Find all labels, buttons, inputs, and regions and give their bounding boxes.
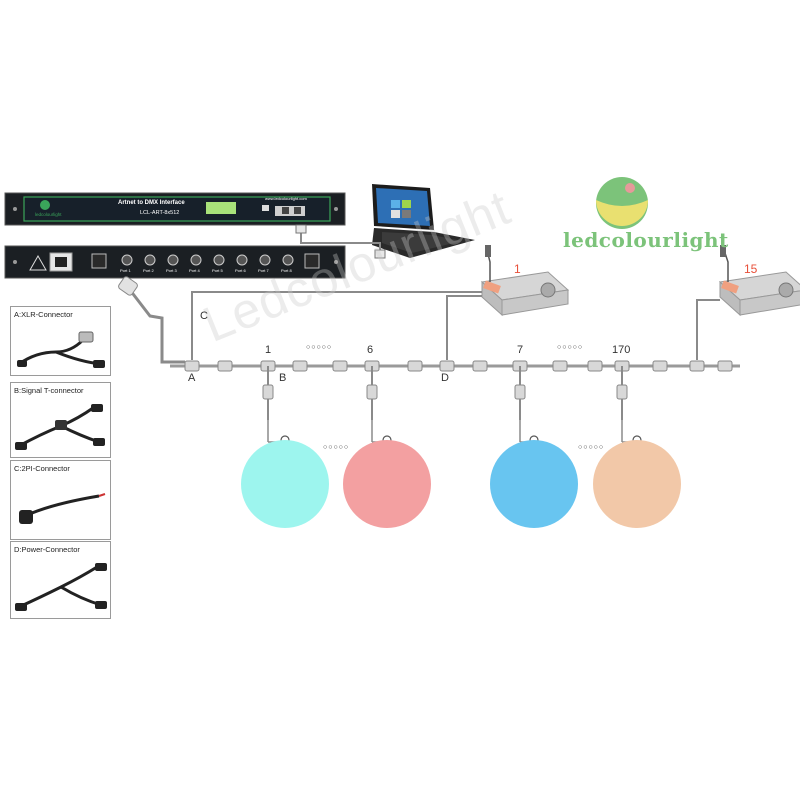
bus-connector <box>332 360 348 372</box>
led-balls <box>241 435 681 528</box>
connector-label-d: D <box>441 372 449 384</box>
bus-connector <box>292 360 308 372</box>
power-supply-label-15: 15 <box>744 262 758 276</box>
drop-connector <box>366 384 378 400</box>
xlr-port-8 <box>282 254 294 266</box>
legend-title-d: D:Power-Connector <box>14 545 80 554</box>
xlr-port-7 <box>259 254 271 266</box>
ethernet-cable <box>295 224 386 259</box>
power-connector-icon <box>15 563 107 611</box>
power-supply-label-1: 1 <box>514 262 521 276</box>
port-label-3: Port 3 <box>166 268 177 273</box>
power-supply-15 <box>718 245 800 317</box>
bus-connector <box>472 360 488 372</box>
xlr-port-3 <box>167 254 179 266</box>
bus-connector <box>717 360 733 372</box>
bus-connector <box>689 360 705 372</box>
port-label-2: Port 2 <box>143 268 154 273</box>
port-label-7: Port 7 <box>258 268 269 273</box>
ellipsis-balls-1: ○○○○○ <box>323 444 350 451</box>
2pi-connector-icon <box>19 493 106 524</box>
port-label-8: Port 8 <box>281 268 292 273</box>
bus-connector <box>587 360 603 372</box>
controller-title: Artnet to DMX Interface <box>118 200 185 206</box>
controller-back-unit <box>4 245 346 279</box>
led-ball-1 <box>241 440 329 528</box>
xlr-port-6 <box>236 254 248 266</box>
xlr-port-5 <box>213 254 225 266</box>
xlr-connector-icon <box>17 331 105 368</box>
port-label-1: Port 1 <box>120 268 131 273</box>
led-ball-2 <box>343 440 431 528</box>
signal-t-connector-icon <box>15 404 105 450</box>
legend-panel-b: B:Signal T-connector <box>10 382 111 458</box>
laptop-icon <box>372 184 475 258</box>
controller-brand-small: ledcolourlight <box>35 212 62 217</box>
power-cables <box>191 291 720 360</box>
led-ball-3 <box>490 440 578 528</box>
port-label-6: Port 6 <box>235 268 246 273</box>
xlr-port-1 <box>121 254 133 266</box>
bus-connector <box>439 360 455 372</box>
legend-panel-c: C:2PI-Connector <box>10 460 111 540</box>
xlr-port-2 <box>144 254 156 266</box>
legend-title-c: C:2PI-Connector <box>14 464 70 473</box>
node-label-170: 170 <box>612 344 631 356</box>
controller-front-unit <box>4 192 346 226</box>
drop-connector <box>514 384 526 400</box>
connector-label-a: A <box>188 372 196 384</box>
ellipsis-bus-2: ○○○○○ <box>557 344 584 351</box>
drop-connector <box>616 384 628 400</box>
brand-logo-icon <box>596 177 648 229</box>
connector-label-c: C <box>200 310 208 322</box>
port-label-4: Port 4 <box>189 268 200 273</box>
drop-connector <box>262 384 274 400</box>
legend-panel-a: A:XLR-Connector <box>10 306 111 376</box>
node-label-6: 6 <box>367 344 374 356</box>
node-label-7: 7 <box>517 344 524 356</box>
bus-connector <box>184 360 200 372</box>
bus-connector <box>552 360 568 372</box>
legend-title-a: A:XLR-Connector <box>14 310 73 319</box>
port-label-5: Port 5 <box>212 268 223 273</box>
ellipsis-bus-1: ○○○○○ <box>306 344 333 351</box>
connector-label-b: B <box>279 372 287 384</box>
bus-connector <box>407 360 423 372</box>
main-bus <box>170 360 740 372</box>
controller-website: www.ledcolourlight.com <box>265 196 307 201</box>
node-label-1: 1 <box>265 344 272 356</box>
bus-connector <box>217 360 233 372</box>
ellipsis-balls-2: ○○○○○ <box>578 444 605 451</box>
brand-logo-text: ledcolourlight <box>563 228 729 252</box>
bus-connector <box>652 360 668 372</box>
power-supply-1 <box>480 245 570 317</box>
drop-cables <box>262 366 637 443</box>
legend-panel-d: D:Power-Connector <box>10 541 111 619</box>
led-ball-4 <box>593 440 681 528</box>
xlr-port-4 <box>190 254 202 266</box>
legend-title-b: B:Signal T-connector <box>14 386 84 395</box>
controller-model: LCL-ART-8x512 <box>140 210 180 216</box>
xlr-input-cable <box>118 276 185 364</box>
